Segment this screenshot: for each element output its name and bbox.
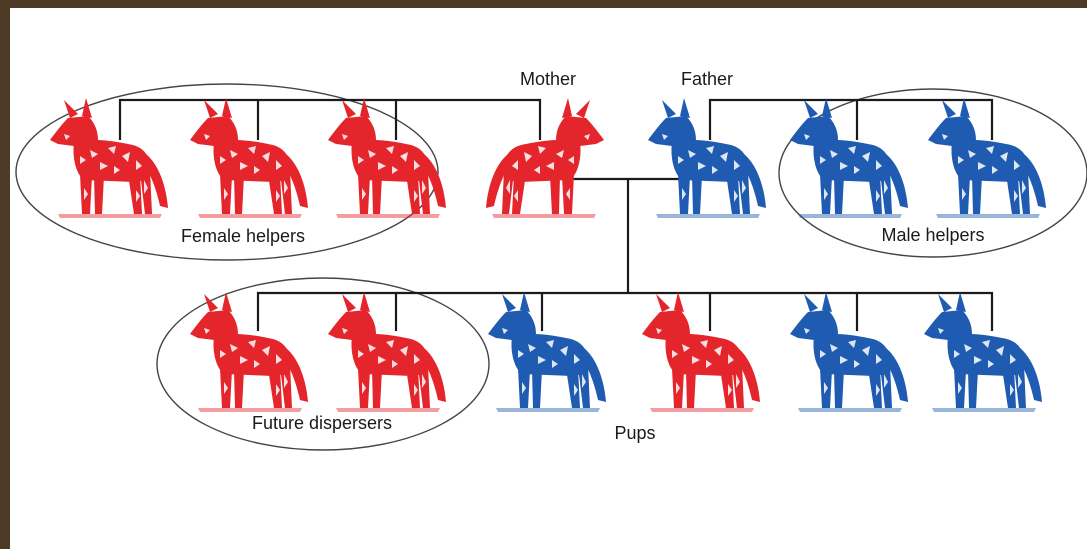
dog-female-helper-2 [190,98,308,218]
father-label: Father [681,69,733,89]
dog-pup-3 [488,292,606,412]
dog-mother [486,98,604,218]
male-helpers-label: Male helpers [881,225,984,245]
dog-pup-2 [328,292,446,412]
future-dispersers-label: Future dispersers [252,413,392,433]
dog-pup-4 [642,292,760,412]
dog-pup-6 [924,292,1042,412]
dog-pup-5 [790,292,908,412]
pack-structure-diagram: Mother Father Female helpers Male helper… [10,8,1087,549]
female-helpers-label: Female helpers [181,226,305,246]
dog-female-helper-3 [328,98,446,218]
mother-label: Mother [520,69,576,89]
dog-female-helper-1 [50,98,168,218]
diagram-frame: Mother Father Female helpers Male helper… [10,8,1087,549]
dog-male-helper-2 [928,98,1046,218]
dog-male-helper-1 [790,98,908,218]
dog-pup-1 [190,292,308,412]
pups-label: Pups [614,423,655,443]
dog-father [648,98,766,218]
